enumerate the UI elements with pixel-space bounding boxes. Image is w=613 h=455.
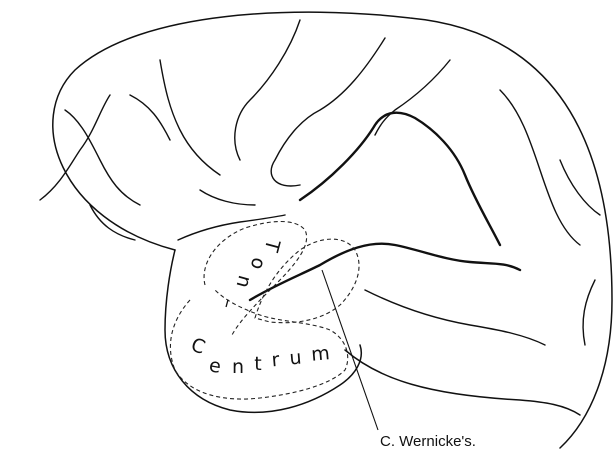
inferior-temporal-sulcus <box>365 290 545 345</box>
hemisphere-outline <box>53 12 612 448</box>
superior-temporal-sulcus <box>250 244 520 300</box>
ton-letter: – <box>216 296 240 311</box>
ton-letter: T <box>260 236 285 254</box>
wernicke-label: C. Wernicke's. <box>380 433 476 450</box>
insula-notch <box>178 215 285 240</box>
centrum-letter: u <box>289 347 303 370</box>
temporal-lower-border <box>345 350 580 415</box>
centrum-letter: n <box>232 356 244 378</box>
frontal-sulcus-2 <box>65 110 140 205</box>
frontal-sulcus-3 <box>160 60 220 175</box>
centrum-letter: C <box>188 334 208 359</box>
centrum-letter: t <box>254 353 261 375</box>
postcentral-sulcus <box>375 60 450 135</box>
wernicke-pointer-line <box>322 270 378 430</box>
ton-letter: o <box>246 255 270 272</box>
central-sulcus <box>271 38 385 186</box>
frontal-sulcus-4 <box>130 95 170 140</box>
occipital-sulcus <box>583 280 595 345</box>
parietal-sulcus-1 <box>500 90 580 245</box>
temporal-pole-outline <box>165 250 361 412</box>
frontal-sulcus-1 <box>40 95 110 200</box>
ton-letter: n <box>232 273 256 290</box>
centrum-letter: r <box>271 349 281 372</box>
frontal-branch-mid <box>200 190 255 205</box>
centrum-letter: m <box>310 342 330 366</box>
sylvian-fissure <box>300 113 500 245</box>
precentral-sulcus <box>235 20 300 160</box>
centrum-letter: e <box>207 354 222 378</box>
parietal-sulcus-2 <box>560 160 600 215</box>
